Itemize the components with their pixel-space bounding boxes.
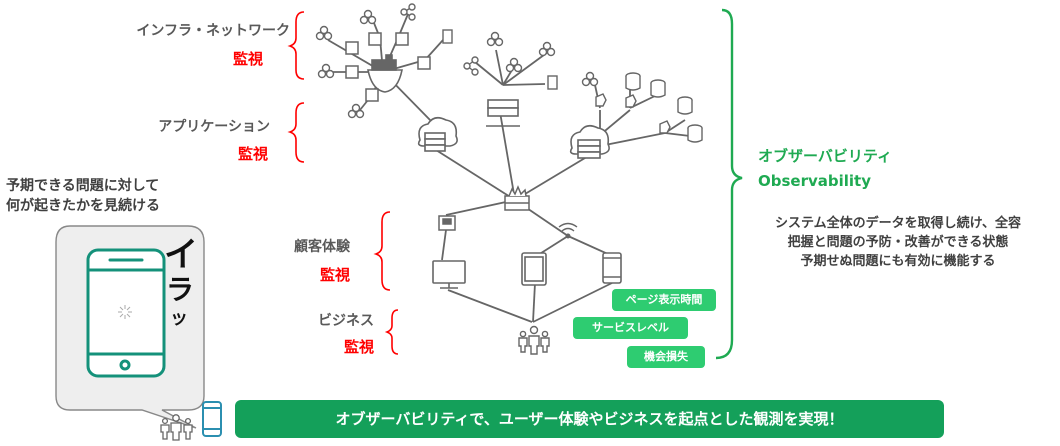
gateway-icon [625, 94, 637, 108]
desktop-monitor-icon [432, 260, 466, 289]
cube-icon [417, 56, 431, 70]
document-icon [547, 75, 558, 90]
cluster-icon [538, 41, 556, 57]
cube-icons [345, 32, 431, 102]
observability-description-line-3: 予期せぬ問題にも有効に機能する [800, 254, 996, 269]
cluster-icon [486, 31, 504, 47]
document-icon [442, 29, 453, 44]
users-icon [518, 325, 550, 355]
share-icons [400, 3, 479, 76]
container-hub-icon [367, 54, 403, 93]
wifi-icon [558, 222, 578, 239]
left-title-line-2: 何が起きたかを見続ける [6, 198, 160, 214]
share-icon [463, 56, 479, 76]
cluster-icon [581, 71, 599, 87]
cloud-server-icon [417, 116, 458, 152]
server-icons [486, 99, 520, 127]
phone-icon [86, 248, 166, 378]
cube-icon [345, 65, 359, 79]
bracket-application [287, 102, 305, 163]
small-phone-icon [202, 401, 222, 437]
observability-title-en: Observability [758, 172, 871, 190]
share-icon [400, 3, 416, 21]
lan-port-icon [438, 215, 456, 231]
observability-description-line-1: システム全体のデータを取得し続け、全容 [775, 216, 1021, 231]
bracket-infra [287, 11, 305, 80]
irritation-char-3: ッ [170, 308, 188, 329]
database-icon [687, 124, 703, 143]
metric-tag-opportunity-loss: 機会損失 [627, 346, 705, 368]
database-icon [677, 96, 693, 115]
gateway-icons [595, 93, 671, 134]
layer-monitor-infra-network: 監視 [232, 50, 263, 68]
cube-icon [395, 32, 409, 46]
layer-monitor-business: 監視 [343, 338, 374, 356]
layer-label-infra-network: インフラ・ネットワーク [136, 23, 290, 39]
left-title: 予期できる問題に対して 何が起きたかを見続ける [6, 176, 160, 216]
layer-label-application: アプリケーション [158, 119, 270, 135]
small-users-icon [160, 414, 193, 441]
smartphone-icon [602, 252, 622, 284]
bracket-customer-experience [373, 211, 391, 291]
cube-icon [368, 32, 382, 46]
bracket-business [384, 309, 399, 355]
cluster-icons [315, 9, 599, 119]
cluster-icon [315, 25, 333, 41]
firewall-icon [504, 185, 530, 211]
server-rack-icon [486, 99, 520, 127]
cloud-server-icons [417, 116, 610, 159]
irritation-char-2: ラ [166, 273, 195, 306]
layer-monitor-application: 監視 [237, 145, 268, 163]
observability-title-ja: オブザーバビリティ [758, 147, 892, 165]
layer-label-customer-experience: 顧客体験 [294, 239, 350, 255]
cube-icon [345, 41, 359, 55]
metric-tag-page-load-time: ページ表示時間 [612, 289, 716, 311]
database-icons [625, 72, 703, 143]
conclusion-banner: オブザーバビリティで、ユーザー体験やビジネスを起点とした観測を実現！ [235, 400, 944, 438]
document-icons [442, 29, 558, 90]
layer-monitor-customer-experience: 監視 [319, 266, 350, 284]
cube-icon [365, 88, 379, 102]
observability-description-line-2: 把握と問題の予防・改善ができる状態 [787, 235, 1009, 250]
cluster-icon [347, 103, 365, 119]
layer-label-business: ビジネス [318, 313, 374, 329]
observability-bracket [715, 8, 743, 360]
database-icon [650, 79, 666, 98]
gateway-icon [595, 93, 607, 107]
cluster-icon [359, 9, 377, 25]
cluster-icon [317, 63, 335, 79]
tablet-icon [521, 252, 547, 286]
device-icons [432, 252, 622, 289]
red-brackets [287, 11, 399, 355]
left-title-line-1: 予期できる問題に対して [6, 178, 160, 194]
gateway-icon [659, 120, 671, 134]
irritation-char-1: イ [164, 235, 198, 275]
irritation-text: イ ラ ッ [164, 238, 204, 328]
observability-description: システム全体のデータを取得し続け、全容 把握と問題の予防・改善ができる状態 予期… [748, 214, 1048, 271]
cluster-icon [505, 57, 523, 73]
loading-spinner-icon [118, 305, 132, 319]
metric-tag-service-level: サービスレベル [573, 317, 688, 339]
database-icon [625, 72, 641, 91]
cloud-server-icon [569, 124, 610, 159]
